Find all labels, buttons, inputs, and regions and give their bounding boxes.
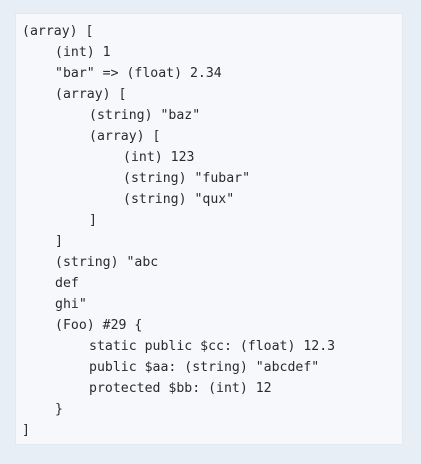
dump-line: (string) "qux" — [123, 192, 235, 207]
dump-line: ] — [22, 423, 30, 438]
dump-line: (Foo) #29 { — [55, 318, 143, 333]
dump-line: "bar" => (float) 2.34 — [55, 66, 222, 81]
dump-line: protected $bb: (int) 12 — [89, 381, 272, 396]
dump-line: (array) [ — [89, 129, 161, 144]
variable-dump: (array) [ (int) 1 "bar" => (float) 2.34 … — [22, 21, 335, 441]
dump-line: static public $cc: (float) 12.3 — [89, 339, 336, 354]
dump-line: (string) "baz" — [89, 108, 201, 123]
dump-line: (array) [ — [55, 87, 127, 102]
dump-line: (string) "abc — [55, 255, 159, 270]
dump-line: (string) "fubar" — [123, 171, 251, 186]
dump-line: (int) 1 — [55, 45, 111, 60]
dump-line: (array) [ — [22, 24, 94, 39]
dump-line: (int) 123 — [123, 150, 195, 165]
dump-line: ] — [55, 234, 63, 249]
dump-line: ghi" — [55, 297, 87, 312]
code-panel: (array) [ (int) 1 "bar" => (float) 2.34 … — [16, 14, 402, 444]
dump-line: ] — [89, 213, 97, 228]
dump-line: public $aa: (string) "abcdef" — [89, 360, 320, 375]
dump-line: } — [55, 402, 63, 417]
dump-line: def — [55, 276, 79, 291]
